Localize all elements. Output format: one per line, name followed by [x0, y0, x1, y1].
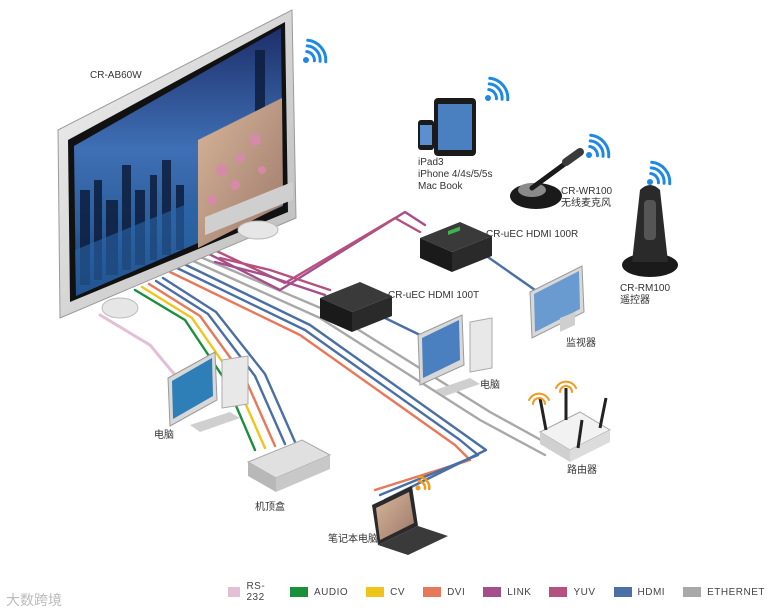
tv-device: [57, 9, 297, 319]
legend-item: AUDIO: [289, 586, 349, 598]
legend-swatch: [613, 587, 632, 597]
monitor-device: [529, 265, 585, 339]
cable-hdmi-stb: [154, 279, 287, 446]
remote-device: [622, 185, 678, 277]
wifi-icon: [528, 380, 577, 405]
legend: RS-232 AUDIO CV DVI LINK YUV HDMI ETHERNET: [228, 581, 783, 603]
receiver-device: [420, 222, 492, 272]
cable-ethernet-2: [196, 254, 552, 447]
cable-ethernet-router: [189, 258, 547, 457]
legend-swatch: [289, 587, 308, 597]
label-ipad: iPad3 iPhone 4/4s/5/5s Mac Book: [418, 157, 493, 192]
label-router: 路由器: [567, 465, 597, 476]
microphone-device: [510, 148, 584, 209]
cable-hdmi-pc-right: [383, 316, 422, 337]
legend-label: RS-232: [246, 581, 266, 603]
cable-cv: [140, 285, 267, 450]
label-tv: CR-AB60W: [90, 70, 142, 81]
legend-swatch: [366, 587, 385, 597]
legend-swatch: [683, 587, 702, 597]
label-pc-right: 电脑: [480, 380, 500, 391]
legend-label: DVI: [447, 586, 466, 598]
cable-yuv-transmitter: [218, 256, 332, 292]
ipad-device: [418, 98, 476, 156]
legend-item: ETHERNET: [683, 587, 765, 598]
label-laptop: 笔记本电脑: [328, 534, 378, 545]
label-mic: CR-WR100 无线麦克风: [561, 186, 613, 209]
laptop-device: [372, 486, 448, 555]
cable-audio: [133, 288, 257, 452]
router-device: [538, 388, 612, 462]
label-remote: CR-RM100 遥控器: [620, 283, 671, 306]
pc-left-device: [167, 351, 249, 432]
label-monitor: 监视器: [566, 338, 596, 349]
legend-item: CV: [366, 587, 405, 598]
legend-label: CV: [390, 586, 406, 598]
cable-link-receiver: [203, 210, 427, 292]
cable-hdmi-monitor: [483, 253, 537, 292]
label-pc-left: 电脑: [154, 430, 174, 441]
watermark: 大数跨境: [6, 592, 62, 608]
legend-swatch: [228, 587, 241, 597]
legend-item: HDMI: [613, 586, 666, 598]
legend-item: LINK: [483, 587, 531, 598]
cable-hdmi-stb-2: [161, 276, 297, 444]
legend-swatch: [549, 587, 568, 597]
pc-right-device: [417, 314, 493, 396]
transmitter-device: [320, 282, 392, 332]
cable-hdmi-laptop-2: [182, 262, 488, 502]
cable-link-transmitter: [213, 260, 327, 297]
cable-dvi: [147, 282, 277, 448]
legend-swatch: [423, 587, 442, 597]
wifi-icon: [415, 475, 431, 491]
cable-hdmi-laptop: [175, 266, 480, 497]
legend-item: YUV: [549, 587, 595, 598]
cable-rs232: [98, 313, 177, 377]
label-transmitter: CR-uEC HDMI 100T: [388, 290, 480, 301]
legend-label: YUV: [573, 586, 596, 598]
legend-label: AUDIO: [313, 586, 349, 598]
legend-item: DVI: [423, 587, 465, 598]
legend-swatch: [483, 587, 502, 597]
cables: [98, 210, 552, 502]
legend-label: ETHERNET: [707, 586, 765, 598]
legend-item: RS-232: [228, 581, 272, 603]
label-receiver: CR-uEC HDMI 100R: [486, 229, 579, 240]
legend-label: HDMI: [637, 586, 666, 598]
settop-device: [246, 439, 332, 492]
label-settop: 机顶盒: [255, 502, 285, 513]
legend-label: LINK: [507, 586, 532, 598]
